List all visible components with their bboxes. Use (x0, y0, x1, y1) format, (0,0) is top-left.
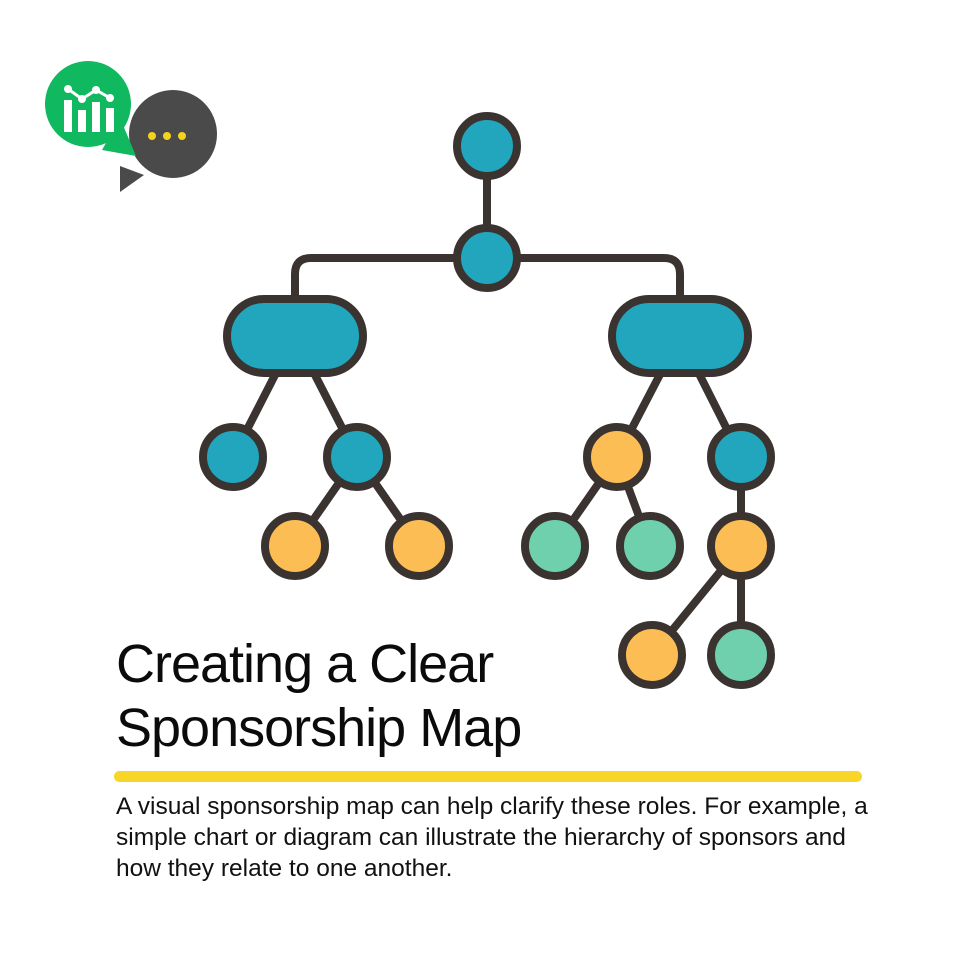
logo-chat-chart-icon (45, 61, 217, 192)
dot (163, 132, 171, 140)
node-r2a2 (707, 621, 775, 689)
node-hub (453, 224, 521, 292)
node-r1a (521, 512, 589, 580)
green-chat-bubble-tail (102, 118, 136, 156)
connector-hub-to-left-group (291, 254, 487, 336)
node-root (453, 112, 521, 180)
node-right-group (608, 295, 752, 377)
dark-chat-bubble-body (129, 90, 217, 178)
node-r2a1 (618, 621, 686, 689)
dot (148, 132, 156, 140)
node-r2 (707, 423, 775, 491)
node-l1 (199, 423, 267, 491)
node-r1 (583, 423, 651, 491)
node-l2b (385, 512, 453, 580)
node-l2a (261, 512, 329, 580)
body-paragraph: A visual sponsorship map can help clarif… (116, 793, 868, 882)
page-title-line-1: Creating a Clear (116, 634, 494, 694)
diagram-connectors (229, 142, 745, 659)
node-left-group (223, 295, 367, 377)
bar-chart-icon (64, 85, 114, 132)
connector-hub-to-right-group (487, 254, 684, 336)
node-r2a (707, 512, 775, 580)
page-title: Creating a Clear Sponsorship Map (116, 632, 522, 760)
node-r1b (616, 512, 684, 580)
node-l2 (323, 423, 391, 491)
dot (178, 132, 186, 140)
dark-chat-bubble (120, 166, 144, 192)
page-title-line-2: Sponsorship Map (116, 698, 522, 758)
diagram-nodes (199, 112, 775, 689)
title-accent-underline (114, 771, 862, 782)
